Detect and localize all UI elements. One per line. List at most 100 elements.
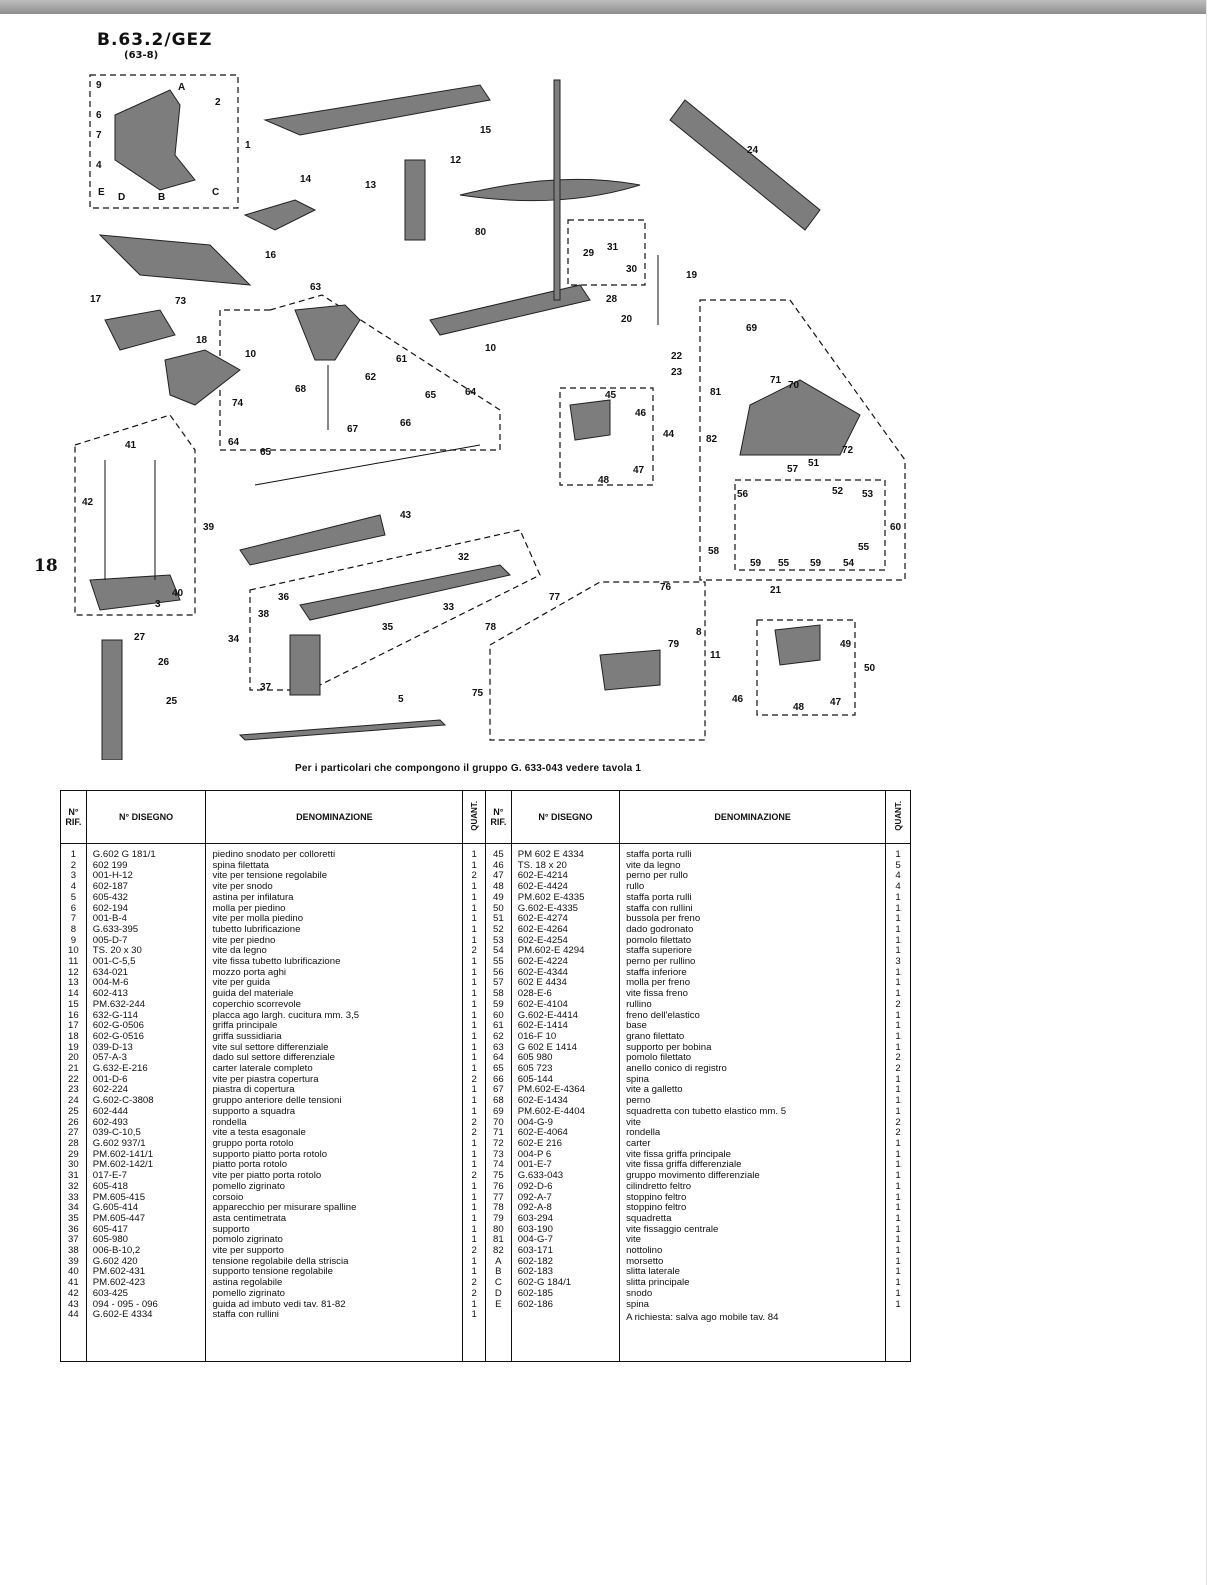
table-cell: 094 - 095 - 096	[92, 1299, 158, 1310]
table-cell: vite fissa freno	[626, 989, 688, 1000]
table-cell: 2	[471, 946, 477, 957]
table-cell: vite a galletto	[626, 1085, 683, 1096]
table-cell: 1	[895, 1224, 901, 1235]
callout-label: 35	[382, 622, 394, 633]
main-feed-dog-part	[104, 309, 176, 351]
table-cell: 48	[493, 882, 504, 893]
table-cell: 001-D-6	[92, 1074, 128, 1085]
table-cell: 76	[493, 1181, 504, 1192]
table-cell: 1	[895, 1106, 901, 1117]
table-cell: 602-E-4274	[517, 914, 568, 925]
table-cell: 602-E 216	[517, 1138, 563, 1149]
callout-label: 68	[295, 384, 307, 395]
table-cell: 49	[493, 892, 504, 903]
table-cell: 60	[493, 1010, 504, 1021]
callout-label: 48	[793, 702, 805, 713]
table-cell: 1	[471, 1010, 477, 1021]
table-cell: 53	[493, 935, 504, 946]
table-cell: 602 E 4434	[517, 978, 567, 989]
table-cell: 1	[895, 914, 901, 925]
table-cell: piedino snodato per colloretti	[212, 850, 336, 860]
table-cell: 1	[895, 1031, 901, 1042]
table-cell: 1	[895, 1203, 901, 1214]
table-cell: 25	[68, 1106, 79, 1117]
table-cell: base	[626, 1021, 647, 1032]
table-cell: 38	[68, 1246, 79, 1257]
table-cell: 1	[471, 850, 477, 860]
table-cell: 602-E-4424	[517, 882, 568, 893]
table-cell: 004-G-7	[517, 1235, 553, 1246]
table-cell: 24	[68, 1096, 79, 1107]
table-cell: rullo	[626, 882, 645, 893]
callout-label: 81	[710, 387, 722, 398]
col-header-quant-right: QUANT.	[885, 790, 911, 844]
table-cell: 17	[68, 1021, 79, 1032]
bobbin-support-part	[294, 304, 361, 361]
table-cell: 64	[493, 1053, 504, 1064]
callout-label: 38	[258, 609, 270, 620]
table-cell: vite da legno	[626, 860, 681, 871]
group-box-50	[756, 619, 856, 716]
table-cell: griffa principale	[212, 1021, 278, 1032]
col-header-rif-right: N° RIF.	[484, 790, 512, 844]
table-cell: vite per piatto porta rotolo	[212, 1171, 322, 1182]
table-cell: 1	[895, 892, 901, 903]
table-cell: 1	[471, 1310, 477, 1321]
table-cell: 2	[471, 1171, 477, 1182]
callout-label: 41	[125, 440, 137, 451]
tension-support-part	[89, 574, 181, 611]
staffa-rulli-part	[569, 399, 611, 441]
table-cell: 2	[471, 1288, 477, 1299]
table-cell: 1	[471, 978, 477, 989]
table-cell: 3	[70, 871, 77, 882]
table-cell: PM.602-142/1	[92, 1160, 154, 1171]
table-cell: 001-H-12	[92, 871, 133, 882]
table-cell: PM.605-447	[92, 1213, 146, 1224]
table-cell: 33	[68, 1192, 79, 1203]
table-cell: 42	[68, 1288, 79, 1299]
table-cell: 1	[471, 1224, 477, 1235]
table-cell: 602-194	[92, 903, 128, 914]
callout-label: 14	[300, 174, 312, 185]
table-cell: PM.602-423	[92, 1278, 146, 1289]
table-cell: G.633-043	[517, 1171, 564, 1182]
table-cell: PM.602-E 4294	[517, 946, 585, 957]
table-cell: 1	[895, 1192, 901, 1203]
callout-label: 17	[90, 294, 102, 305]
table-cell: 1	[471, 1213, 477, 1224]
table-header-row: N° RIF. N° DISEGNO DENOMINAZIONE QUANT. …	[60, 790, 911, 844]
table-cell: 61	[493, 1021, 504, 1032]
table-cell: pomello zigrinato	[212, 1288, 285, 1299]
table-cell: 605-417	[92, 1224, 128, 1235]
table-cell: C	[494, 1278, 502, 1289]
table-cell: corsoio	[212, 1192, 244, 1203]
table-cell: 1	[471, 1203, 477, 1214]
funnel-guide-part	[239, 514, 386, 566]
table-cell: piatto porta rotolo	[212, 1160, 288, 1171]
table-cell: tensione regolabile della striscia	[212, 1256, 349, 1267]
callout-label: 76	[660, 582, 672, 593]
callout-label: 13	[365, 180, 377, 191]
table-cell: PM.605-415	[92, 1192, 146, 1203]
staffa-rulli-50-part	[774, 624, 821, 666]
table-cell: 1	[471, 1085, 477, 1096]
callout-label: 71	[770, 375, 782, 386]
table-cell: 1	[895, 1181, 901, 1192]
table-cell: 602-186	[517, 1299, 553, 1310]
callout-label: 26	[158, 657, 170, 668]
table-cell: 5	[895, 860, 901, 871]
callout-label: 34	[228, 634, 240, 645]
table-cell: 54	[493, 946, 504, 957]
callout-label: 62	[365, 372, 377, 383]
callout-label: 59	[750, 558, 762, 569]
callout-label: 32	[458, 552, 470, 563]
table-cell: 603-190	[517, 1224, 553, 1235]
table-cell: 1	[895, 850, 901, 860]
table-cell: freno dell'elastico	[626, 1010, 700, 1021]
table-cell: 68	[493, 1096, 504, 1107]
callout-label: C	[212, 187, 219, 198]
table-cell: G 602 E 1414	[517, 1042, 577, 1053]
callout-label: 44	[663, 429, 675, 440]
